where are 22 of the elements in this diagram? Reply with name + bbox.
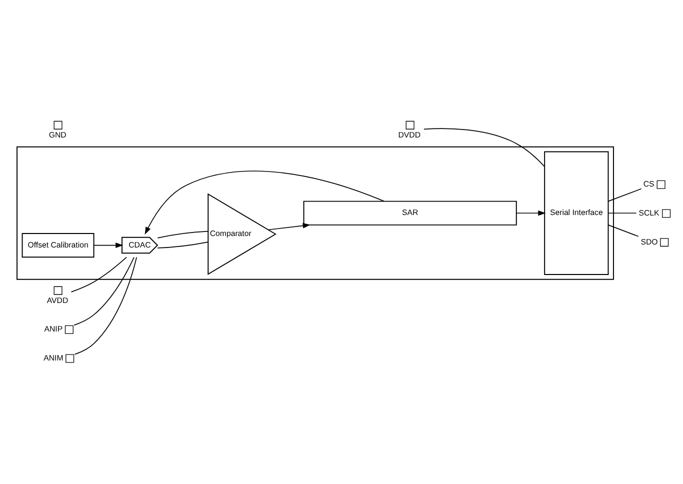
node-box: [660, 238, 669, 247]
connector: [157, 230, 208, 238]
connector: [608, 212, 637, 214]
arrow: [516, 210, 546, 216]
connector: [608, 188, 642, 202]
cluster: [16, 146, 614, 280]
node-box: [406, 120, 414, 130]
connector: [424, 128, 545, 168]
node-box: [54, 286, 62, 295]
connector: [74, 256, 134, 326]
connector: [74, 256, 138, 355]
node-box: [54, 120, 62, 130]
arrow: [94, 242, 124, 248]
node-box: [64, 325, 74, 334]
connector: [608, 224, 639, 237]
node-box: [656, 180, 666, 189]
arrow: [268, 223, 310, 230]
node-box: [66, 354, 74, 363]
connector: [157, 242, 208, 248]
connector: [70, 256, 128, 292]
node-box: [662, 209, 671, 218]
arrow: [144, 170, 384, 235]
